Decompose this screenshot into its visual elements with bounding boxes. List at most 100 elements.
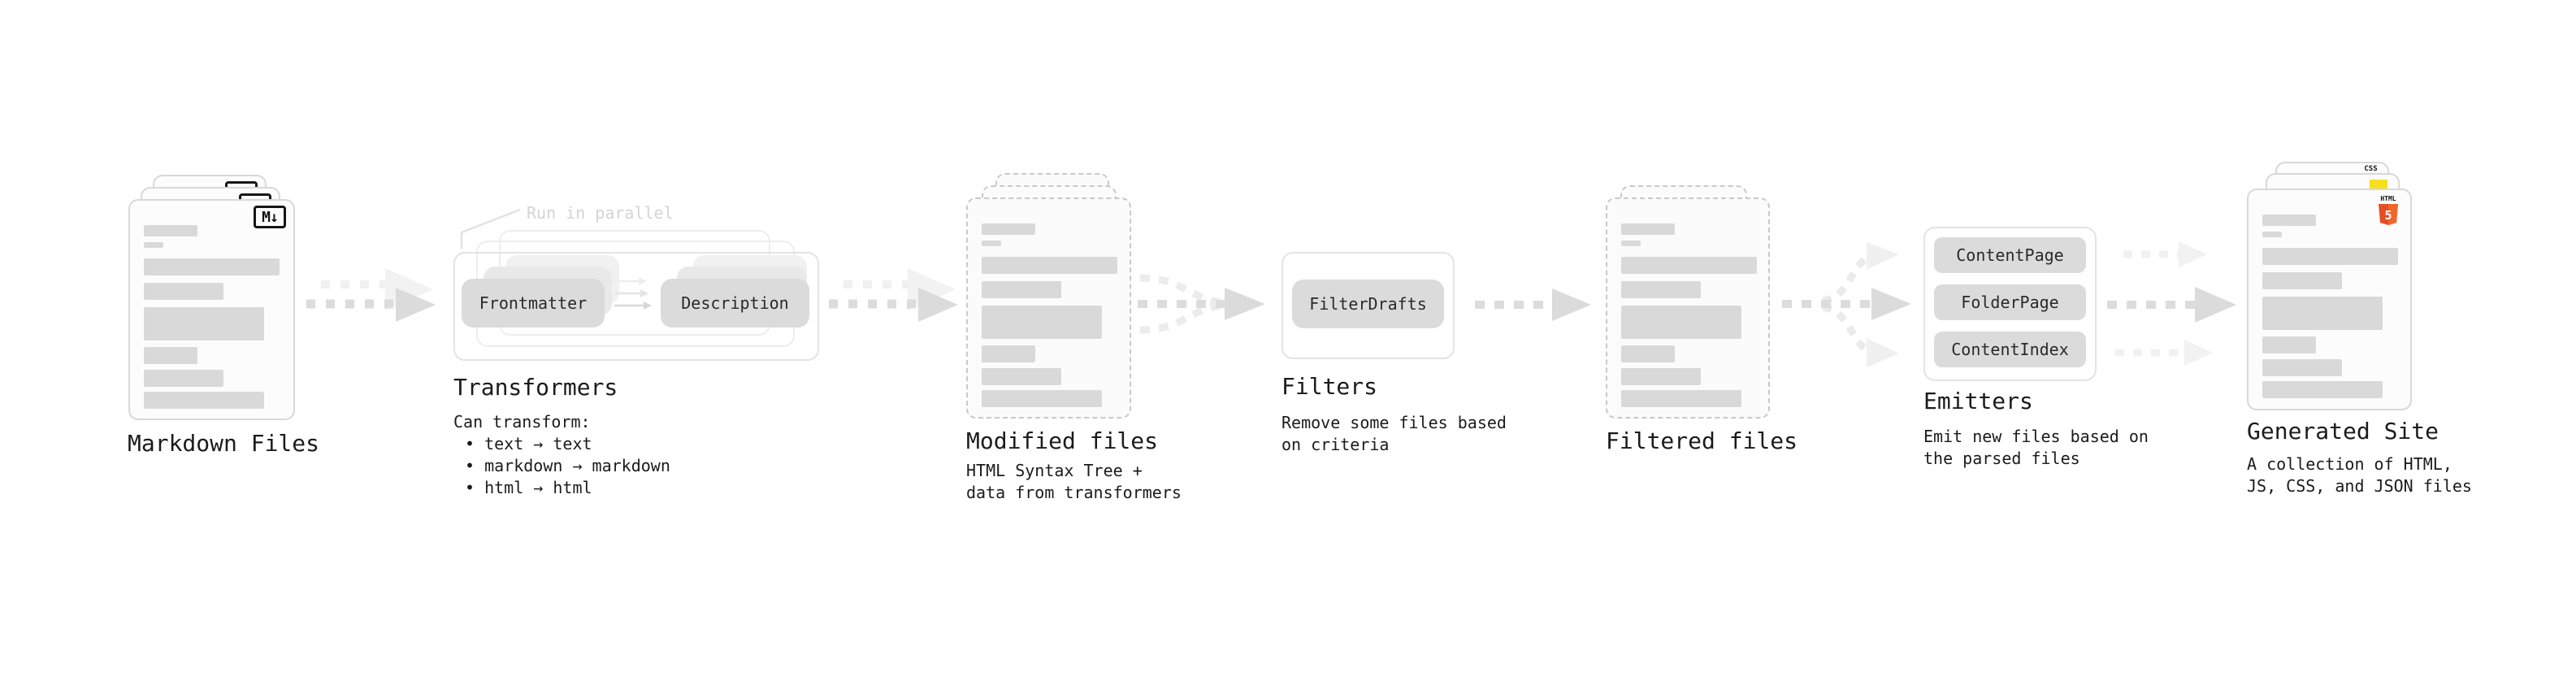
skeleton-line bbox=[2262, 232, 2282, 237]
markdown-files-title: Markdown Files bbox=[128, 430, 320, 457]
skeleton-line bbox=[2262, 297, 2383, 330]
skeleton-line bbox=[982, 223, 1035, 235]
emitters-title: Emitters bbox=[1923, 388, 2033, 414]
converging-curve-bottom bbox=[1139, 301, 1222, 334]
skeleton-line bbox=[144, 307, 264, 340]
html5-logo-icon: HTML 5 bbox=[2379, 195, 2398, 225]
desc-line: Emit new files based on bbox=[1923, 427, 2149, 446]
bullet-marker: • bbox=[465, 434, 475, 453]
contentindex-pill: ContentIndex bbox=[1934, 332, 2086, 367]
skeleton-line bbox=[144, 242, 163, 248]
description-pill-label: Description bbox=[681, 293, 789, 313]
skeleton-line bbox=[1621, 368, 1701, 385]
skeleton-line bbox=[982, 345, 1035, 362]
diverging-curve-bottom bbox=[1822, 303, 1869, 353]
skeleton-line bbox=[144, 370, 223, 387]
desc-line: on criteria bbox=[1281, 435, 1390, 454]
arrowhead-ghost bbox=[1867, 242, 1899, 270]
skeleton-line bbox=[1621, 281, 1701, 298]
skeleton-line bbox=[2262, 272, 2342, 289]
diverging-curve-top bbox=[1822, 255, 1869, 305]
skeleton-line bbox=[2262, 215, 2316, 226]
file-content-skeleton bbox=[1621, 223, 1757, 407]
skeleton-line bbox=[1621, 223, 1675, 235]
leader-line bbox=[460, 208, 521, 249]
transformers-title: Transformers bbox=[453, 374, 618, 401]
skeleton-line bbox=[2262, 336, 2316, 354]
mini-arrowhead bbox=[639, 277, 647, 285]
bullet-marker: • bbox=[465, 478, 475, 497]
modified-files-title: Modified files bbox=[966, 427, 1159, 454]
skeleton-line bbox=[144, 283, 223, 300]
skeleton-line bbox=[982, 390, 1102, 407]
skeleton-line bbox=[2262, 359, 2342, 376]
description-pill: Description bbox=[661, 279, 809, 327]
arrowhead bbox=[1225, 288, 1265, 320]
generated-site-desc: A collection of HTML, JS, CSS, and JSON … bbox=[2247, 453, 2472, 497]
arrow-transformers-to-modified bbox=[829, 268, 958, 322]
transformer-container-front bbox=[453, 252, 819, 361]
arrow-filtered-to-emitters-diverging bbox=[1782, 242, 1911, 367]
contentpage-pill: ContentPage bbox=[1934, 237, 2086, 273]
bullet-text: text → text bbox=[484, 434, 592, 453]
filtered-files-title: Filtered files bbox=[1606, 427, 1798, 454]
html5-logo-text: HTML bbox=[2380, 195, 2396, 202]
filters-desc: Remove some files based on criteria bbox=[1281, 412, 1507, 456]
bullet-text: html → html bbox=[484, 478, 592, 497]
markdown-logo-icon: M↓ bbox=[254, 206, 286, 228]
desc-line: JS, CSS, and JSON files bbox=[2247, 476, 2472, 496]
transformers-desc-heading: Can transform: bbox=[453, 412, 591, 432]
desc-line: A collection of HTML, bbox=[2247, 454, 2452, 474]
mini-arrowhead bbox=[644, 301, 652, 310]
skeleton-line bbox=[982, 241, 1001, 246]
arrowhead bbox=[2195, 287, 2236, 323]
arrowhead bbox=[1552, 288, 1591, 321]
skeleton-line bbox=[2262, 381, 2383, 398]
arrowhead bbox=[1871, 288, 1911, 320]
mini-arrowhead bbox=[640, 289, 648, 297]
arrow-emitters-to-site-triple bbox=[2107, 241, 2236, 366]
transformers-bullet-list: • text → text • markdown → markdown • ht… bbox=[465, 433, 670, 499]
site-file-card-html: HTML 5 bbox=[2247, 189, 2412, 410]
bullet-marker: • bbox=[465, 456, 475, 475]
desc-line: HTML Syntax Tree + bbox=[966, 461, 1143, 480]
arrowhead-ghost bbox=[2184, 340, 2213, 366]
skeleton-line bbox=[1621, 241, 1641, 246]
bullet-item: • html → html bbox=[465, 477, 670, 499]
skeleton-line bbox=[982, 257, 1117, 274]
contentpage-pill-label: ContentPage bbox=[1956, 245, 2064, 265]
arrowhead-ghost bbox=[1867, 338, 1899, 367]
modified-files-desc: HTML Syntax Tree + data from transformer… bbox=[966, 460, 1182, 504]
frontmatter-pill-label: Frontmatter bbox=[479, 293, 588, 313]
filtered-file-card-front bbox=[1606, 197, 1770, 419]
run-in-parallel-label: Run in parallel bbox=[527, 203, 674, 223]
arrow-modified-to-filters-converging bbox=[1138, 274, 1265, 334]
skeleton-line bbox=[982, 306, 1102, 339]
desc-line: the parsed files bbox=[1923, 449, 2080, 468]
file-content-skeleton bbox=[982, 223, 1117, 407]
desc-line: Remove some files based bbox=[1281, 413, 1507, 432]
run-in-parallel-leader-line bbox=[460, 208, 521, 249]
skeleton-line bbox=[2262, 248, 2398, 265]
skeleton-line bbox=[1621, 306, 1741, 339]
generated-site-title: Generated Site bbox=[2247, 418, 2439, 445]
folderpage-pill: FolderPage bbox=[1934, 284, 2086, 320]
filters-title: Filters bbox=[1281, 373, 1378, 400]
desc-line: data from transformers bbox=[966, 483, 1182, 502]
skeleton-line bbox=[982, 281, 1061, 298]
skeleton-line bbox=[1621, 390, 1741, 407]
markdown-file-card-front: M↓ bbox=[128, 199, 295, 420]
arrowhead-ghost bbox=[2179, 241, 2207, 267]
bullet-text: markdown → markdown bbox=[484, 456, 670, 475]
markdown-logo-text: M↓ bbox=[262, 208, 279, 226]
skeleton-line bbox=[982, 368, 1061, 385]
skeleton-line bbox=[144, 225, 197, 236]
arrowhead bbox=[396, 288, 436, 322]
filterdrafts-pill: FilterDrafts bbox=[1292, 280, 1444, 328]
converging-curve-top bbox=[1139, 274, 1222, 306]
arrow-markdown-to-transformers bbox=[306, 268, 436, 322]
arrowhead bbox=[918, 288, 958, 322]
skeleton-line bbox=[144, 258, 280, 275]
skeleton-line bbox=[1621, 345, 1675, 362]
